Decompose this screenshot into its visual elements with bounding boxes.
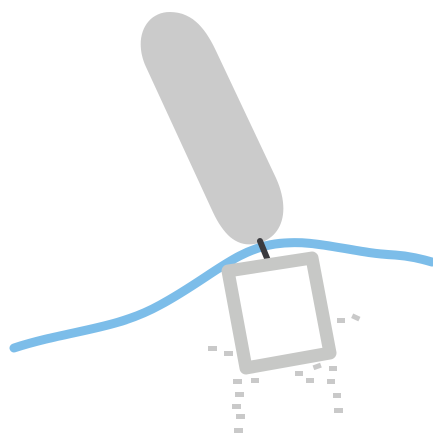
motion-dash (251, 378, 259, 383)
motion-dash (334, 408, 343, 413)
motion-dash (235, 392, 244, 397)
motion-dash (232, 404, 241, 409)
motion-dash (295, 371, 303, 376)
motion-dash (333, 393, 341, 398)
motion-dash (236, 414, 245, 419)
motion-dash (233, 379, 242, 384)
motion-dash (234, 428, 243, 433)
motion-dash (337, 318, 345, 323)
motion-dash (224, 351, 233, 356)
motion-dash (329, 366, 337, 371)
motion-dash (306, 378, 314, 383)
motion-dash (208, 346, 217, 351)
motion-dash (327, 379, 335, 384)
